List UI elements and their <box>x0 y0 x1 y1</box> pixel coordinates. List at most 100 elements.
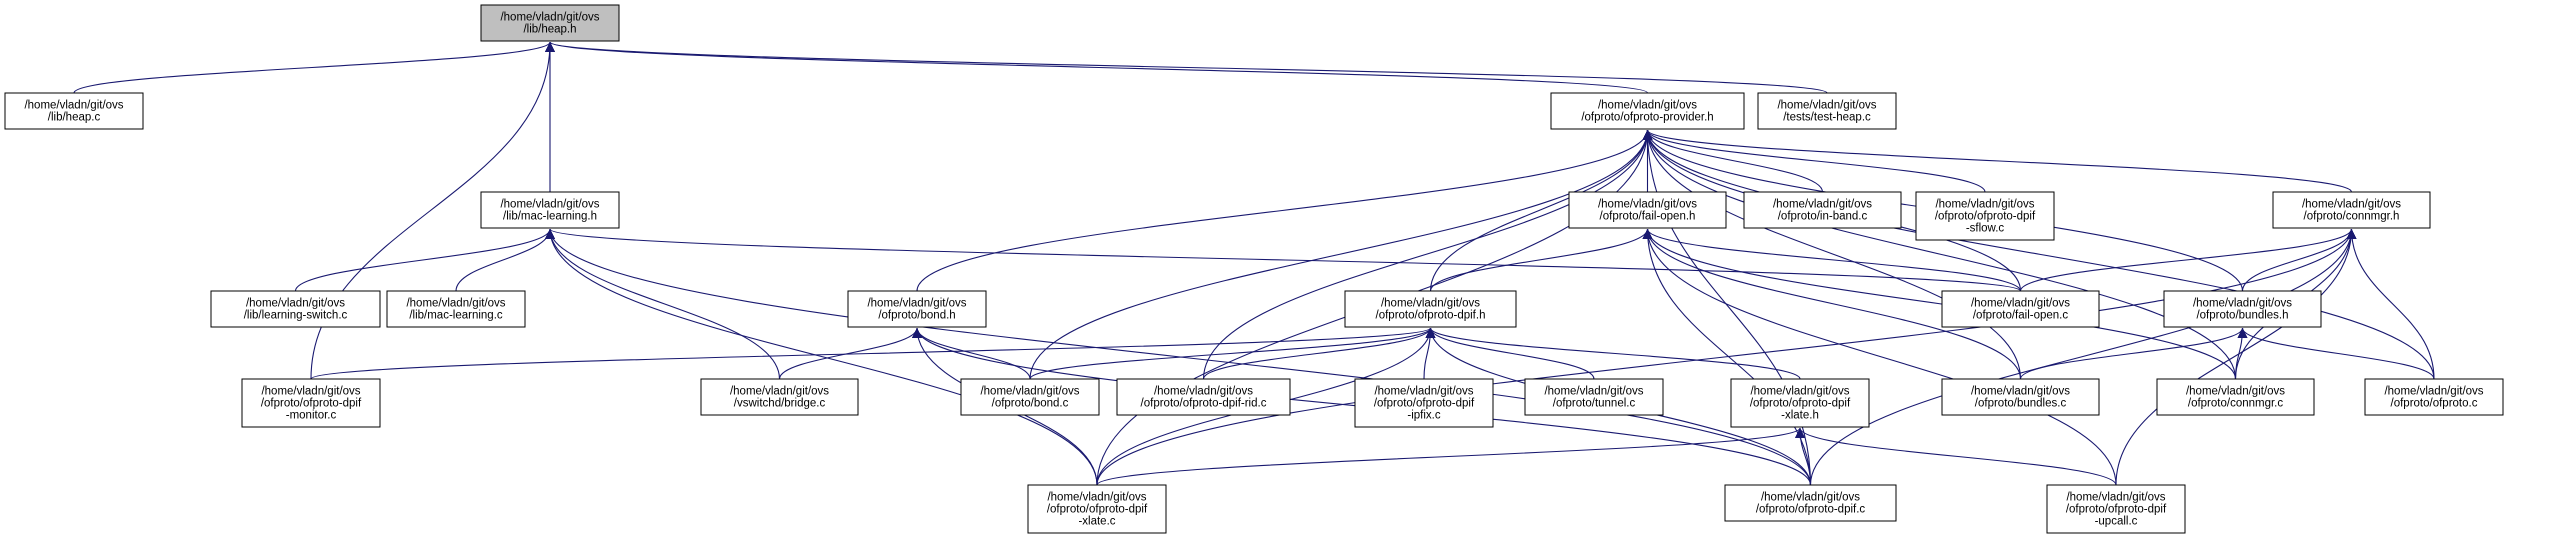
node-mac-learning-c[interactable]: /home/vladn/git/ovs/lib/mac-learning.c <box>386 290 526 328</box>
node-label-line: -sflow.c <box>1966 223 2005 235</box>
node-mac-learning-h[interactable]: /home/vladn/git/ovs/lib/mac-learning.h <box>480 191 620 229</box>
node-ofproto-dpif-c[interactable]: /home/vladn/git/ovs/ofproto/ofproto-dpif… <box>1724 484 1897 522</box>
edge-ofproto_dpif_upcall_c-to-connmgr_h <box>2115 228 2357 486</box>
node-label-line: /home/vladn/git/ovs <box>24 100 123 112</box>
node-label-line: /lib/mac-learning.h <box>503 211 597 223</box>
node-label-line: /ofproto/ofproto.c <box>2391 398 2478 410</box>
node-label-line: /ofproto/ofproto-dpif <box>261 398 362 410</box>
node-box <box>1743 191 1902 229</box>
node-label-line: -upcall.c <box>2095 516 2138 528</box>
edge-ofproto_dpif_c-to-connmgr_h <box>1809 228 2357 486</box>
node-ofproto-dpif-xlate-h[interactable]: /home/vladn/git/ovs/ofproto/ofproto-dpif… <box>1730 378 1870 428</box>
nodes-layer: /home/vladn/git/ovs/lib/heap.h/home/vlad… <box>4 4 2504 534</box>
node-tunnel-c[interactable]: /home/vladn/git/ovs/ofproto/tunnel.c <box>1524 378 1664 416</box>
edge-ofproto_dpif_xlate_c-to-mac_learning_h <box>545 228 1098 486</box>
node-bundles-h[interactable]: /home/vladn/git/ovs/ofproto/bundles.h <box>2163 290 2322 328</box>
edge-fail_open_c-to-connmgr_h <box>2019 228 2357 292</box>
node-label-line: /home/vladn/git/ovs <box>1777 100 1876 112</box>
node-fail-open-h[interactable]: /home/vladn/git/ovs/ofproto/fail-open.h <box>1568 191 1727 229</box>
node-box <box>1116 378 1291 416</box>
node-label-line: /ofproto/bond.c <box>992 398 1069 410</box>
node-label-line: /home/vladn/git/ovs <box>980 386 1079 398</box>
node-ofproto-dpif-h[interactable]: /home/vladn/git/ovs/ofproto/ofproto-dpif… <box>1344 290 1517 328</box>
node-label-line: /home/vladn/git/ovs <box>730 386 829 398</box>
node-box <box>847 290 987 328</box>
node-box <box>480 4 620 42</box>
node-ofproto-dpif-ipfix-c[interactable]: /home/vladn/git/ovs/ofproto/ofproto-dpif… <box>1354 378 1494 428</box>
edge-ofproto_c-to-ofproto_provider_h <box>1642 129 2435 380</box>
node-box <box>241 378 381 428</box>
node-label-line: /home/vladn/git/ovs <box>406 298 505 310</box>
node-heap-h[interactable]: /home/vladn/git/ovs/lib/heap.h <box>480 4 620 42</box>
node-label-line: /ofproto/in-band.c <box>1778 211 1868 223</box>
node-heap-c[interactable]: /home/vladn/git/ovs/lib/heap.c <box>4 92 144 130</box>
node-test-heap-c[interactable]: /home/vladn/git/ovs/tests/test-heap.c <box>1757 92 1897 130</box>
node-label-line: /home/vladn/git/ovs <box>500 199 599 211</box>
node-label-line: /ofproto/bond.h <box>878 310 955 322</box>
node-label-line: /ofproto/fail-open.h <box>1600 211 1696 223</box>
edge-in_band_c-to-ofproto_provider_h <box>1642 129 1824 193</box>
node-box <box>1524 378 1664 416</box>
edge-fail_open_c-to-fail_open_h <box>1642 228 2022 292</box>
node-box <box>1915 191 2055 241</box>
node-label-line: /home/vladn/git/ovs <box>261 386 360 398</box>
edge-ofproto_provider_h-to-heap_h <box>545 41 1649 94</box>
node-box <box>1027 484 1167 534</box>
node-label-line: /ofproto/ofproto-dpif.c <box>1756 504 1866 516</box>
edge-heap_c-to-heap_h <box>73 41 555 94</box>
node-label-line: /home/vladn/git/ovs <box>1544 386 1643 398</box>
node-ofproto-dpif-upcall-c[interactable]: /home/vladn/git/ovs/ofproto/ofproto-dpif… <box>2046 484 2186 534</box>
node-label-line: /ofproto/ofproto-dpif <box>1374 398 1475 410</box>
node-label-line: /home/vladn/git/ovs <box>1598 199 1697 211</box>
node-label-line: /home/vladn/git/ovs <box>1971 298 2070 310</box>
node-box <box>2272 191 2431 229</box>
node-connmgr-h[interactable]: /home/vladn/git/ovs/ofproto/connmgr.h <box>2272 191 2431 229</box>
edge-ofproto_dpif_upcall_c-to-fail_open_h <box>1642 228 2117 486</box>
node-label-line: /ofproto/ofproto-dpif <box>2066 504 2167 516</box>
edge-connmgr_h-to-ofproto_provider_h <box>1642 129 2353 193</box>
node-label-line: /home/vladn/git/ovs <box>246 298 345 310</box>
node-label-line: /ofproto/ofproto-provider.h <box>1581 112 1713 124</box>
node-in-band-c[interactable]: /home/vladn/git/ovs/ofproto/in-band.c <box>1743 191 1902 229</box>
node-bridge-c[interactable]: /home/vladn/git/ovs/vswitchd/bridge.c <box>700 378 859 416</box>
edge-bridge_c-to-bond_h <box>778 327 922 380</box>
node-label-line: /home/vladn/git/ovs <box>1598 100 1697 112</box>
edge-ofproto_dpif_xlate_h-to-ofproto_dpif_h <box>1425 327 1801 380</box>
node-ofproto-provider-h[interactable]: /home/vladn/git/ovs/ofproto/ofproto-prov… <box>1550 92 1745 130</box>
node-bond-c[interactable]: /home/vladn/git/ovs/ofproto/bond.c <box>960 378 1100 416</box>
node-box <box>1568 191 1727 229</box>
node-label-line: /home/vladn/git/ovs <box>1750 386 1849 398</box>
edge-bond_h-to-ofproto_provider_h <box>916 129 1653 292</box>
edge-mac_learning_c-to-mac_learning_h <box>455 228 555 292</box>
node-box <box>1941 290 2100 328</box>
node-label-line: /home/vladn/git/ovs <box>1154 386 1253 398</box>
node-label-line: /ofproto/fail-open.c <box>1973 310 2069 322</box>
node-bundles-c[interactable]: /home/vladn/git/ovs/ofproto/bundles.c <box>1941 378 2100 416</box>
node-label-line: /home/vladn/git/ovs <box>1381 298 1480 310</box>
node-ofproto-dpif-sflow-c[interactable]: /home/vladn/git/ovs/ofproto/ofproto-dpif… <box>1915 191 2055 241</box>
node-fail-open-c[interactable]: /home/vladn/git/ovs/ofproto/fail-open.c <box>1941 290 2100 328</box>
node-bond-h[interactable]: /home/vladn/git/ovs/ofproto/bond.h <box>847 290 987 328</box>
edge-ofproto_dpif_h-to-fail_open_h <box>1429 228 1653 292</box>
node-learning-switch-c[interactable]: /home/vladn/git/ovs/lib/learning-switch.… <box>210 290 381 328</box>
node-label-line: /home/vladn/git/ovs <box>2066 492 2165 504</box>
node-box <box>960 378 1100 416</box>
edge-bundles_c-to-bundles_h <box>2019 327 2248 380</box>
node-connmgr-c[interactable]: /home/vladn/git/ovs/ofproto/connmgr.c <box>2156 378 2315 416</box>
edge-test_heap_c-to-heap_h <box>545 41 1828 94</box>
edge-ofproto_dpif_xlate_c-to-ofproto_dpif_xlate_h <box>1096 427 1805 486</box>
node-label-line: /home/vladn/git/ovs <box>1047 492 1146 504</box>
node-box <box>700 378 859 416</box>
node-box <box>2364 378 2504 416</box>
node-label-line: -monitor.c <box>286 410 337 422</box>
edge-ofproto_dpif_monitor_c-to-ofproto_dpif_h <box>310 327 1435 380</box>
node-ofproto-dpif-monitor-c[interactable]: /home/vladn/git/ovs/ofproto/ofproto-dpif… <box>241 378 381 428</box>
node-ofproto-c[interactable]: /home/vladn/git/ovs/ofproto/ofproto.c <box>2364 378 2504 416</box>
node-ofproto-dpif-xlate-c[interactable]: /home/vladn/git/ovs/ofproto/ofproto-dpif… <box>1027 484 1167 534</box>
edge-bond_c-to-ofproto_provider_h <box>1029 129 1653 380</box>
node-ofproto-dpif-rid-c[interactable]: /home/vladn/git/ovs/ofproto/ofproto-dpif… <box>1116 378 1291 416</box>
node-label-line: /ofproto/connmgr.h <box>2304 211 2400 223</box>
node-label-line: -xlate.h <box>1781 410 1819 422</box>
edge-ofproto_dpif_rid_c-to-ofproto_dpif_h <box>1202 327 1436 380</box>
node-box <box>386 290 526 328</box>
